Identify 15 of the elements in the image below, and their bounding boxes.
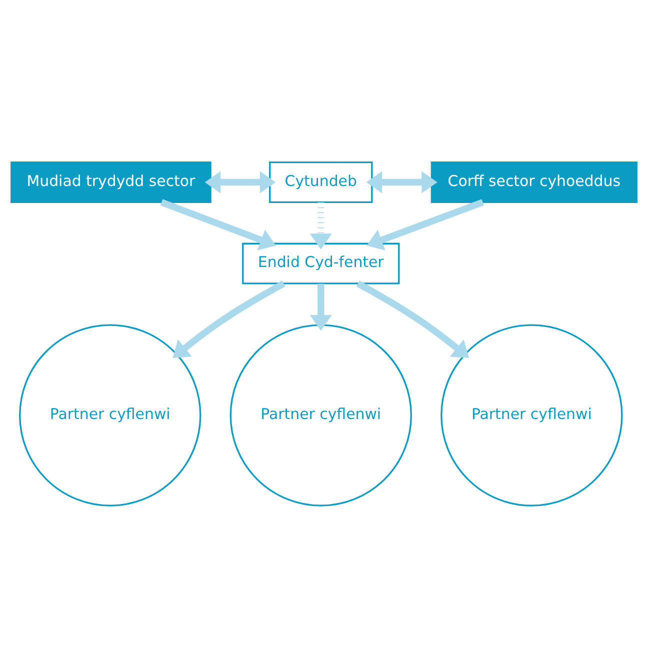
arrow (310, 202, 332, 250)
arrow (366, 199, 484, 250)
arrow (172, 280, 286, 358)
arrow (160, 199, 276, 250)
node-box: Mudiad trydydd sector (10, 161, 212, 203)
node-box: Corff sector cyhoeddus (430, 161, 638, 203)
node-circle: Partner cyflenwi (19, 324, 202, 506)
arrow (204, 171, 276, 194)
node-box: Endid Cyd-fenter (242, 242, 400, 284)
arrow (366, 171, 438, 194)
node-box: Cytundeb (269, 161, 373, 203)
node-circle: Partner cyflenwi (230, 324, 412, 506)
arrow (310, 284, 332, 331)
arrow (356, 280, 469, 358)
node-circle: Partner cyflenwi (440, 324, 623, 506)
